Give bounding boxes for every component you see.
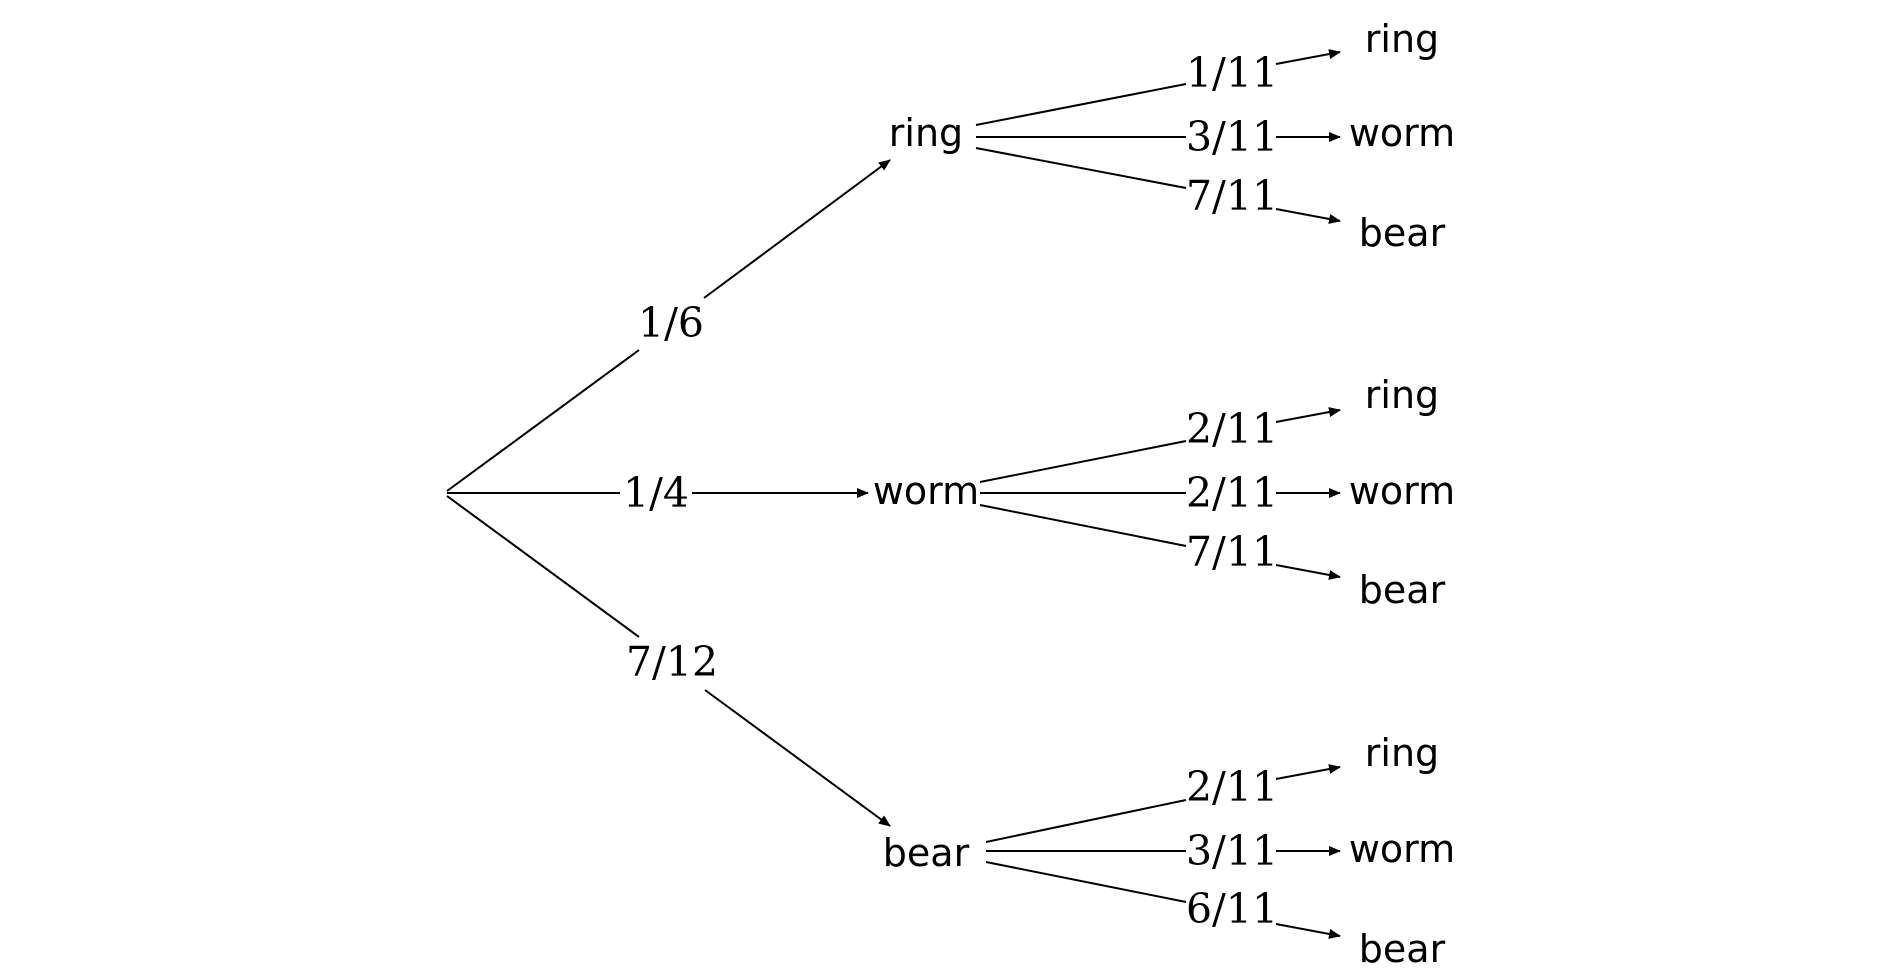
prob-label-ring: 1/6 xyxy=(638,299,704,347)
leaf-worm-worm: worm xyxy=(1349,469,1455,513)
edge-root-to-bear xyxy=(446,495,640,638)
edge-worm-to-bear-arrow xyxy=(1275,564,1341,580)
leaf-bear-worm: worm xyxy=(1349,827,1455,871)
node-ring: ring xyxy=(889,111,963,155)
edge-ring-to-ring-arrow xyxy=(1275,49,1341,65)
prob-label-worm: 1/4 xyxy=(623,469,689,517)
prob-ring-worm: 3/11 xyxy=(1186,113,1278,161)
leaf-worm-ring: ring xyxy=(1365,373,1439,417)
edge-root-to-bear-arrow xyxy=(704,689,891,827)
prob-bear-bear: 6/11 xyxy=(1186,885,1278,933)
prob-worm-worm: 2/11 xyxy=(1186,469,1278,517)
prob-ring-bear: 7/11 xyxy=(1186,172,1278,220)
edge-bear-to-bear-arrow xyxy=(1275,923,1341,939)
edge-bear-to-bear xyxy=(985,861,1187,903)
edge-ring-to-ring xyxy=(975,83,1187,126)
edge-worm-to-ring xyxy=(979,440,1187,483)
node-bear: bear xyxy=(883,831,970,875)
leaf-ring-worm: worm xyxy=(1349,111,1455,155)
leaf-ring-ring: ring xyxy=(1365,17,1439,61)
edge-ring-to-bear xyxy=(975,147,1187,189)
edge-worm-to-ring-arrow xyxy=(1275,407,1341,423)
prob-worm-ring: 2/11 xyxy=(1186,405,1278,453)
prob-label-bear: 7/12 xyxy=(626,638,718,686)
leaf-worm-bear: bear xyxy=(1359,568,1446,612)
edge-bear-to-ring-arrow xyxy=(1275,764,1341,780)
prob-ring-ring: 1/11 xyxy=(1186,49,1278,97)
prob-bear-ring: 2/11 xyxy=(1186,763,1278,811)
leaf-bear-bear: bear xyxy=(1359,927,1446,971)
edge-bear-to-ring xyxy=(985,799,1187,843)
edge-root-to-ring xyxy=(446,349,640,492)
edge-root-to-ring-arrow xyxy=(703,159,891,299)
prob-worm-bear: 7/11 xyxy=(1186,528,1278,576)
edge-ring-to-bear-arrow xyxy=(1275,208,1341,224)
leaf-ring-bear: bear xyxy=(1359,211,1446,255)
prob-bear-worm: 3/11 xyxy=(1186,827,1278,875)
node-worm: worm xyxy=(873,469,979,513)
leaf-bear-ring: ring xyxy=(1365,731,1439,775)
edge-worm-to-bear xyxy=(979,504,1187,547)
